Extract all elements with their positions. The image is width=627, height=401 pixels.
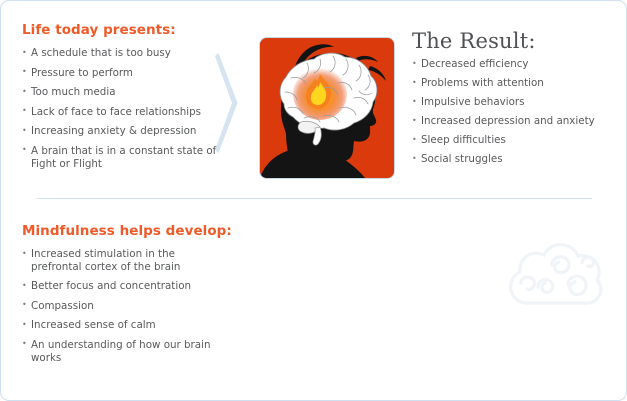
- list-item: Sleep difficulties: [412, 134, 617, 147]
- list-item: A schedule that is too busy: [22, 47, 218, 60]
- list-item: Lack of face to face relationships: [22, 105, 218, 119]
- list-item: Better focus and concentration: [22, 280, 218, 293]
- list-item: Decreased efficiency: [412, 58, 617, 71]
- stress-result-list: Decreased efficiency Problems with atten…: [412, 58, 617, 166]
- list-item: Too much media: [22, 86, 218, 99]
- list-item: Increasing anxiety & depression: [22, 125, 218, 138]
- list-item: A brain that is in a constant state of F…: [22, 144, 218, 170]
- list-item: Impulsive behaviors: [412, 96, 617, 109]
- stress-heading: Life today presents:: [22, 22, 176, 38]
- list-item: Pressure to perform: [22, 66, 218, 80]
- mindfulness-bullet-list: Increased stimulation in the prefrontal …: [22, 247, 218, 364]
- chevron-right-icon: [215, 53, 241, 153]
- section-mindfulness: Mindfulness helps develop: Increased sti…: [1, 199, 626, 400]
- list-item: An understanding of how our brain works: [22, 338, 218, 364]
- stress-result-column: The Result: Decreased efficiency Problem…: [412, 29, 617, 173]
- result-heading: The Result:: [412, 29, 536, 53]
- list-item: Social struggles: [412, 153, 617, 166]
- mindfulness-heading: Mindfulness helps develop:: [22, 223, 232, 239]
- mindfulness-left-column: Mindfulness helps develop: Increased sti…: [22, 223, 232, 371]
- list-item: Problems with attention: [412, 77, 617, 90]
- list-item: Compassion: [22, 299, 218, 313]
- list-item: Increased sense of calm: [22, 319, 218, 332]
- list-item: Increased depression and anxiety: [412, 115, 617, 128]
- section-divider: [37, 198, 592, 199]
- stress-bullet-list: A schedule that is too busy Pressure to …: [22, 47, 218, 170]
- stressed-brain-illustration: [260, 38, 394, 178]
- stress-left-column: Life today presents: A schedule that is …: [22, 22, 218, 177]
- section-stress: Life today presents: A schedule that is …: [1, 1, 626, 198]
- list-item: Increased stimulation in the prefrontal …: [22, 247, 218, 273]
